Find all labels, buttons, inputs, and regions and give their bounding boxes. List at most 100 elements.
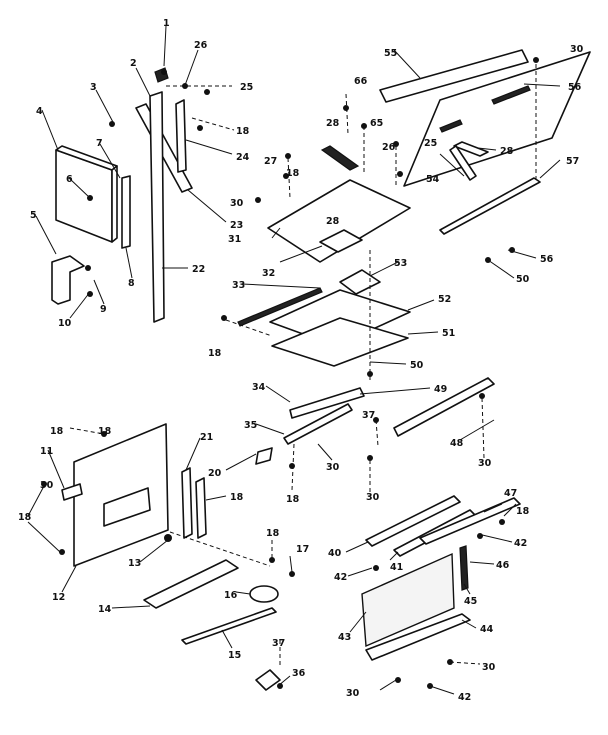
- callout-48: 48: [450, 438, 464, 449]
- top-cover-panel: [379, 49, 591, 187]
- burner-box: [319, 229, 363, 253]
- callout-10: 10: [58, 318, 72, 329]
- callout-16: 16: [224, 590, 238, 601]
- vertical-rail: [149, 91, 165, 323]
- rail-21: [181, 467, 193, 539]
- callout-26-b: 26: [382, 142, 396, 153]
- callout-41: 41: [390, 562, 403, 573]
- callout-30-f: 30: [482, 662, 496, 673]
- upper-channel: [175, 99, 187, 173]
- callout-18-j: 18: [98, 426, 112, 437]
- callout-30-g: 30: [346, 688, 360, 699]
- panel-bracket: [121, 175, 131, 249]
- callout-42-a: 42: [334, 572, 347, 583]
- callout-22: 22: [192, 264, 205, 275]
- callout-31: 31: [228, 234, 241, 245]
- callout-26-a: 26: [194, 40, 208, 51]
- callout-37-a: 37: [362, 410, 375, 421]
- knob-16: [249, 585, 279, 603]
- callout-5: 5: [30, 210, 37, 221]
- callout-18-a: 18: [286, 168, 300, 179]
- callout-35: 35: [244, 420, 257, 431]
- rod-57: [439, 177, 541, 235]
- callout-30-b: 30: [230, 198, 244, 209]
- control-panel: [365, 613, 471, 661]
- callout-18-i: 18: [516, 506, 530, 517]
- left-side-panel: [55, 145, 118, 243]
- burner-panel: [267, 179, 411, 263]
- callout-8: 8: [128, 278, 135, 289]
- callout-30-d: 30: [366, 492, 380, 503]
- channel-14: [143, 559, 239, 609]
- callout-18-f: 18: [230, 492, 244, 503]
- callout-44: 44: [480, 624, 494, 635]
- callout-49: 49: [434, 384, 447, 395]
- callout-18-g: 18: [266, 528, 280, 539]
- block-20: [255, 447, 273, 465]
- rail-19: [195, 477, 207, 539]
- callout-43: 43: [338, 632, 351, 643]
- callout-28-c: 28: [326, 216, 340, 227]
- callout-40: 40: [328, 548, 342, 559]
- screw-dots: [41, 57, 539, 689]
- callout-18-h: 18: [286, 494, 300, 505]
- callout-54: 54: [426, 174, 440, 185]
- callout-18-d: 18: [50, 426, 64, 437]
- callout-21: 21: [200, 432, 213, 443]
- callout-18-e: 18: [18, 512, 32, 523]
- callout-23: 23: [230, 220, 243, 231]
- front-panel-window: [103, 487, 151, 527]
- callout-12: 12: [52, 592, 65, 603]
- callout-17: 17: [296, 544, 309, 555]
- callout-30-e: 30: [478, 458, 492, 469]
- callout-15: 15: [228, 650, 241, 661]
- top-strip: [320, 145, 360, 171]
- callout-24: 24: [236, 152, 250, 163]
- callout-56-b: 56: [540, 254, 554, 265]
- leader-lines: [27, 25, 561, 695]
- callout-4: 4: [36, 106, 43, 117]
- callout-50-b: 50: [516, 274, 530, 285]
- callout-30-a: 30: [570, 44, 584, 55]
- callout-labels: 1 2 3 4 5 6 7 8 9 10 11 12 13 14 15 16 1…: [18, 18, 584, 703]
- callout-34: 34: [252, 382, 266, 393]
- callout-9: 9: [100, 304, 107, 315]
- bar-48: [393, 377, 495, 437]
- callout-52: 52: [438, 294, 451, 305]
- element-tray: [271, 317, 409, 367]
- callout-65: 65: [370, 118, 383, 129]
- callout-66: 66: [354, 76, 368, 87]
- callout-1: 1: [163, 18, 170, 29]
- rod-28: [453, 141, 489, 157]
- callout-14: 14: [98, 604, 112, 615]
- callout-57: 57: [566, 156, 579, 167]
- glass-clip: [459, 545, 469, 591]
- callout-27: 27: [264, 156, 277, 167]
- bar-40: [365, 495, 461, 547]
- callout-47: 47: [504, 488, 517, 499]
- callout-25-b: 25: [424, 138, 437, 149]
- callout-45: 45: [464, 596, 477, 607]
- callout-18-b: 18: [236, 126, 250, 137]
- callout-13: 13: [128, 558, 141, 569]
- callout-18-c: 18: [208, 348, 222, 359]
- callout-28-a: 28: [326, 118, 340, 129]
- callout-51: 51: [442, 328, 455, 339]
- callout-30-c: 30: [326, 462, 340, 473]
- strap-11: [61, 483, 83, 501]
- callout-11: 11: [40, 446, 53, 457]
- handle-37: [255, 669, 281, 691]
- callout-50-a: 50: [410, 360, 424, 371]
- lower-left-bracket: [51, 255, 85, 305]
- brace-36: [283, 403, 353, 445]
- rod-54: [449, 145, 477, 181]
- channel-49: [289, 387, 365, 419]
- callout-32: 32: [262, 268, 275, 279]
- callout-2: 2: [130, 58, 137, 69]
- callout-6: 6: [66, 174, 73, 185]
- glass-panel: [361, 552, 455, 648]
- callout-20: 20: [208, 468, 222, 479]
- front-panel: [73, 423, 169, 567]
- callout-55: 55: [384, 48, 397, 59]
